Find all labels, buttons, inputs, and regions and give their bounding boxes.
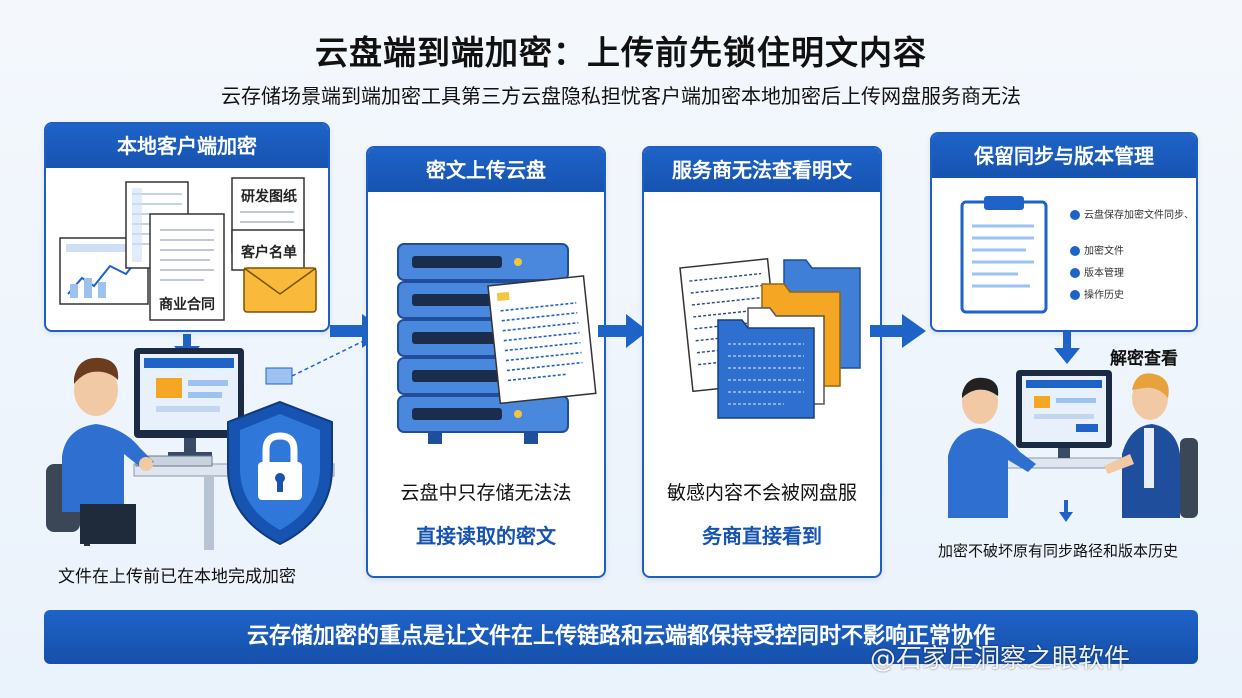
collaborators-illustration xyxy=(948,370,1198,518)
envelope-icon xyxy=(243,267,317,313)
summary-banner: 云存储加密的重点是让文件在上传链路和云端都保持受控同时不影响正常协作 xyxy=(44,610,1198,664)
step-provider-blind-title: 服务商无法查看明文 xyxy=(644,148,880,192)
arrow-down-icon xyxy=(1059,500,1073,522)
step-local-encrypt-title: 本地客户端加密 xyxy=(46,124,328,168)
version-list-item: 版本管理 xyxy=(1070,268,1124,280)
version-list-badge xyxy=(1070,246,1080,256)
step-sync-version-title: 保留同步与版本管理 xyxy=(932,134,1196,178)
doc-label-contract: 商业合同 xyxy=(159,297,215,313)
ciphertext-document-icon xyxy=(487,275,597,405)
shield-lock-icon xyxy=(227,400,333,546)
version-list-badge xyxy=(1070,290,1080,300)
arrow-down-icon xyxy=(1054,332,1080,364)
version-list-item: 云盘保存加密文件同步、 xyxy=(1070,210,1194,222)
watermark: @石家庄洞察之眼软件 xyxy=(870,644,1131,674)
decrypt-view-label: 解密查看 xyxy=(1110,349,1178,369)
version-list-item: 加密文件 xyxy=(1070,246,1124,258)
folder-icon xyxy=(717,259,861,419)
step-provider-caption-line1: 敏感内容不会被网盘服 xyxy=(666,482,857,504)
step-provider-blind-panel: 服务商无法查看明文 敏感内容不会被网盘服 务商直接看到 xyxy=(642,146,882,578)
step-local-encrypt-caption: 文件在上传前已在本地完成加密 xyxy=(58,567,296,587)
document-icon xyxy=(231,229,305,271)
version-list-badge xyxy=(1070,268,1080,278)
monitor-icon xyxy=(1016,370,1112,458)
step-provider-caption-line2: 务商直接看到 xyxy=(702,524,822,548)
page-title: 云盘端到端加密：上传前先锁住明文内容 xyxy=(315,33,927,72)
document-icon xyxy=(149,213,225,321)
monitor-icon xyxy=(134,348,244,458)
folder-stack-illustration xyxy=(679,257,861,419)
clipboard-icon xyxy=(960,196,1048,314)
version-list-badge xyxy=(1070,210,1080,220)
server-rack-icon xyxy=(397,243,597,444)
page-subtitle: 云存储场景端到端加密工具第三方云盘隐私担忧客户端加密本地加密后上传网盘服务商无法 xyxy=(221,84,1021,108)
step-upload-ciphertext-title: 密文上传云盘 xyxy=(368,148,604,192)
step-sync-caption: 加密不破坏原有同步路径和版本历史 xyxy=(938,542,1179,560)
version-list-item: 操作历史 xyxy=(1070,290,1124,302)
document-stack-illustration xyxy=(59,177,317,321)
step-sync-version-panel: 保留同步与版本管理 云盘保存加密文件同步、 加密文件 版本管理 操作历史 xyxy=(930,132,1198,332)
step-upload-ciphertext-panel: 密文上传云盘 xyxy=(366,146,606,578)
step-local-encrypt-panel: 本地客户端加密 xyxy=(44,122,330,332)
arrow-right-icon xyxy=(870,314,926,348)
doc-label-customer-list: 客户名单 xyxy=(241,245,297,261)
step-upload-caption-line2: 直接读取的密文 xyxy=(416,524,556,548)
doc-label-drawings: 研发图纸 xyxy=(241,189,297,205)
step-upload-caption-line1: 云盘中只存储无法法 xyxy=(400,482,572,504)
